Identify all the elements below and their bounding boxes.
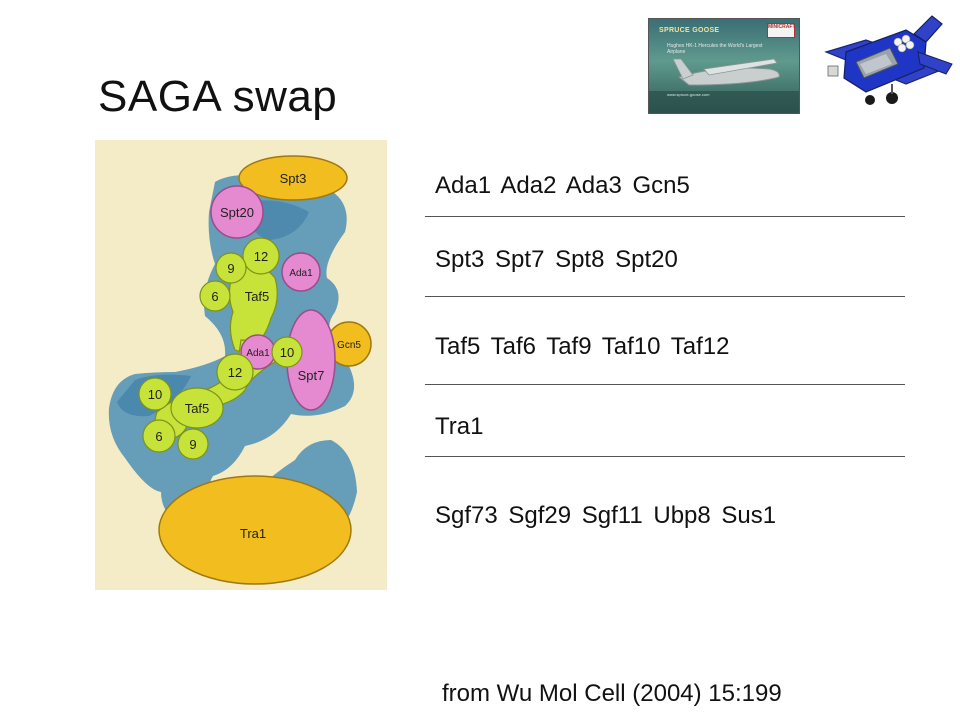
spt3-ellipse bbox=[238, 155, 348, 201]
divider bbox=[425, 296, 905, 297]
label-tra1: Tra1 bbox=[240, 526, 266, 541]
seaplane-icon bbox=[649, 58, 799, 113]
label-taf6-top: 6 bbox=[211, 289, 218, 304]
label-taf9-bot: 9 bbox=[189, 437, 196, 452]
group-tra1: Tra1 bbox=[435, 413, 484, 440]
thumbnail-logo: MINICRAFT bbox=[767, 23, 796, 38]
taf10-mid-circle bbox=[271, 336, 303, 368]
label-taf9-top: 9 bbox=[227, 261, 234, 276]
divider bbox=[425, 384, 905, 385]
divider bbox=[425, 216, 905, 217]
taf6-bot-circle bbox=[142, 419, 176, 453]
taf12-mid-circle bbox=[216, 353, 254, 391]
group-deub: Sgf73 Sgf29 Sgf11 Ubp8 Sus1 bbox=[435, 502, 777, 529]
saga-structure-diagram: Spt3 Spt20 12 9 6 Taf5 Ada1 Ada1 10 Gcn5… bbox=[95, 140, 387, 590]
group-taf: Taf5 Taf6 Taf9 Taf10 Taf12 bbox=[435, 333, 730, 360]
label-spt20: Spt20 bbox=[220, 205, 254, 220]
label-taf5-bot: Taf5 bbox=[185, 401, 210, 416]
thumbnail-url: www.spruce-goose.com bbox=[667, 92, 710, 97]
taf5-bot-ellipse bbox=[170, 387, 224, 429]
thumbnail-subtitle: Hughes HK-1 Hercules the World's Largest… bbox=[667, 43, 763, 55]
label-ada1-mid: Ada1 bbox=[246, 348, 270, 359]
tra1-ellipse bbox=[158, 475, 352, 585]
lego-airplane-icon bbox=[824, 15, 953, 105]
group-ada-gcn5: Ada1 Ada2 Ada3 Gcn5 bbox=[435, 172, 690, 199]
label-taf5-top: Taf5 bbox=[245, 289, 270, 304]
label-ada1-top: Ada1 bbox=[289, 268, 313, 279]
label-taf12-top: 12 bbox=[254, 249, 268, 264]
label-taf10-bot: 10 bbox=[148, 387, 162, 402]
taf6-top-circle bbox=[199, 280, 231, 312]
taf9-top-circle bbox=[215, 252, 247, 284]
label-spt3: Spt3 bbox=[280, 171, 307, 186]
label-taf12-mid: 12 bbox=[228, 365, 242, 380]
divider bbox=[425, 456, 905, 457]
spruce-goose-thumbnail: SPRUCE GOOSE Hughes HK-1 Hercules the Wo… bbox=[648, 18, 800, 114]
ada1-top-circle bbox=[281, 252, 321, 292]
thumbnail-name: SPRUCE GOOSE bbox=[659, 27, 720, 34]
label-taf6-bot: 6 bbox=[155, 429, 162, 444]
spt20-circle bbox=[210, 185, 264, 239]
label-taf10-mid: 10 bbox=[280, 345, 294, 360]
slide-title: SAGA swap bbox=[98, 72, 338, 121]
group-spt: Spt3 Spt7 Spt8 Spt20 bbox=[435, 246, 678, 273]
label-spt7: Spt7 bbox=[298, 368, 325, 383]
taf10-bot-circle bbox=[138, 377, 172, 411]
taf9-bot-circle bbox=[177, 428, 209, 460]
taf12-top-circle bbox=[242, 237, 280, 275]
label-gcn5: Gcn5 bbox=[337, 340, 361, 351]
citation: from Wu Mol Cell (2004) 15:199 bbox=[442, 680, 782, 707]
